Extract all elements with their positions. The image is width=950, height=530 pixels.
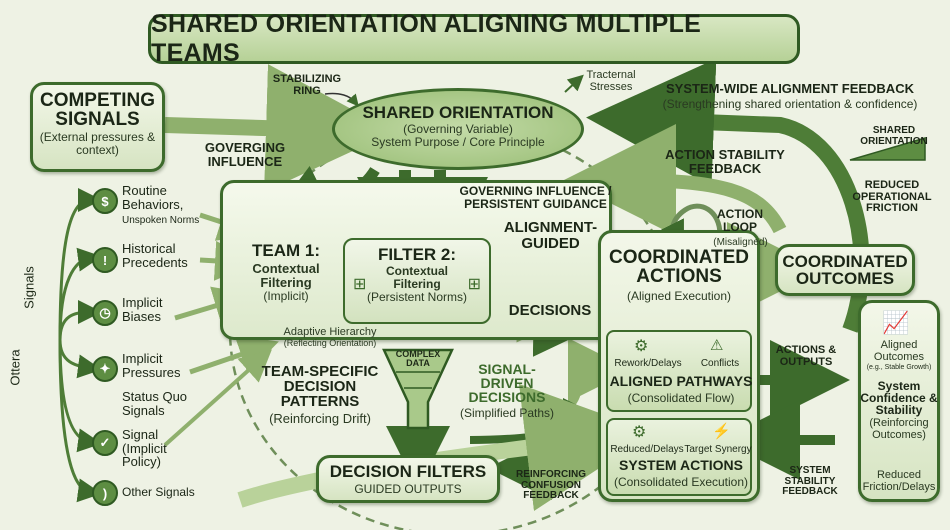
system-wide-feedback-sub: (Strengthening shared orientation & conf… — [662, 97, 918, 111]
filter2-sub2: (Persistent Norms) — [366, 289, 467, 304]
action-stability-feedback: ACTION STABILITY FEEDBACK — [665, 147, 785, 176]
system-stability-feedback: SYSTEM STABILITY FEEDBACK — [782, 465, 838, 497]
shared-sub1: (Governing Variable) — [403, 122, 513, 136]
decision-filters-title: DECISION FILTERS — [329, 462, 487, 481]
shared-orientation-gauge-label: SHARED ORIENTATION — [860, 125, 928, 147]
side-label-a: Ottera — [7, 349, 23, 386]
team-specific-sub: (Reinforcing Drift) — [269, 411, 371, 426]
filter2-title: FILTER 2: — [377, 245, 457, 264]
side-label: Ottera Signals — [2, 250, 50, 420]
adaptive-hierarchy: Adaptive Hierarchy (Reflecting Orientati… — [270, 326, 390, 348]
coordinated-actions-title: COORDINATED ACTIONS — [608, 247, 750, 287]
stopwatch-icon: ◷ — [92, 300, 118, 326]
system-wide-feedback-title: SYSTEM-WIDE ALIGNMENT FEEDBACK — [666, 81, 914, 96]
team1-sub1: Contextual Filtering — [252, 261, 320, 291]
filter2-node: FILTER 2: Contextual Filtering (Persiste… — [343, 238, 491, 324]
signal-item-other: Other Signals — [122, 485, 195, 499]
governing-persistent-label: GOVERNING INFLUENCE / PERSISTENT GUIDANC… — [459, 184, 612, 211]
warning-icon-pathways: ⚠ — [710, 337, 724, 354]
adaptive-line2: (Reflecting Orientation) — [283, 337, 377, 348]
team1-title: TEAM 1: — [252, 241, 320, 260]
team1-node: TEAM 1: Contextual Filtering (Implicit) — [236, 242, 336, 324]
target-synergy-label: Target Synergy — [684, 444, 752, 455]
actions-outputs-label: ACTIONS & OUTPUTS — [775, 344, 837, 368]
competing-title-2: SIGNALS — [55, 109, 140, 130]
confidence-title: System Confidence & Stability — [860, 379, 938, 417]
pathways-title: ALIGNED PATHWAYS — [609, 373, 753, 389]
conflicts-label: Conflicts — [700, 358, 740, 369]
hierarchy-icon-right: ⊞ — [467, 276, 481, 293]
coordinated-actions-node: COORDINATED ACTIONS (Aligned Execution) — [600, 248, 758, 303]
signal-item-pressures: Implicit Pressures — [122, 351, 181, 380]
growth-chart-icon: 📈 — [882, 310, 910, 335]
signal-item-biases: Implicit Biases — [122, 295, 163, 324]
shared-title: SHARED ORIENTATION — [362, 103, 554, 122]
complex-data-funnel: COMPLEX DATA — [382, 346, 454, 432]
complex-data-label: COMPLEX DATA — [395, 349, 441, 369]
funnel-shape — [382, 348, 454, 430]
page-title: SHARED ORIENTATION ALIGNING MULTIPLE TEA… — [151, 10, 702, 67]
gears-icon: ⚙ — [632, 424, 647, 441]
title-banner: SHARED ORIENTATION ALIGNING MULTIPLE TEA… — [148, 10, 800, 67]
decision-filters-box: DECISION FILTERS GUIDED OUTPUTS — [316, 455, 500, 503]
aligned-outcomes-title: Aligned Outcomes — [873, 339, 925, 363]
action-loop-sub: (Misaligned) — [713, 237, 768, 248]
filter2-sub1: Contextual Filtering — [385, 264, 448, 291]
action-loop-title: ACTION LOOP — [717, 207, 763, 234]
pathways-sub: (Consolidated Flow) — [627, 391, 735, 405]
confidence-box — [858, 300, 940, 502]
reinforcing-confusion-feedback: REINFORCING CONFUSION FEEDBACK — [516, 469, 586, 501]
competing-title-1: COMPETING — [39, 90, 156, 111]
tower-icon: ⚡ — [712, 423, 731, 440]
reduced-operational-friction: REDUCED OPERATIONAL FRICTION — [852, 179, 932, 215]
tractenal-label: Tracternal Stresses — [586, 69, 636, 93]
system-actions-sub: (Consolidated Execution) — [613, 475, 749, 489]
rss-icon: ) — [92, 480, 118, 506]
coordinated-outcomes-title: COORDINATED OUTCOMES — [782, 252, 908, 288]
warning-icon: ! — [92, 247, 118, 273]
reduced-delays-label: Reduced/Delays — [610, 444, 684, 455]
system-actions-title: SYSTEM ACTIONS — [619, 457, 743, 473]
shared-orientation-node: SHARED ORIENTATION (Governing Variable) … — [332, 88, 584, 170]
coordinated-actions-sub: (Aligned Execution) — [626, 289, 732, 303]
governing-influence-label: GOVERGING INFLUENCE — [204, 140, 286, 169]
signal-note-routine: Unspoken Norms — [122, 215, 200, 226]
team1-sub2: (Implicit) — [263, 289, 309, 304]
stabilizing-ring-label: STABILIZING RING — [272, 73, 342, 97]
confidence-sub: (Reinforcing Outcomes) — [869, 417, 929, 441]
system-actions-panel: ⚙ ⚡ Reduced/Delays Target Synergy SYSTEM… — [606, 418, 752, 496]
alignment-guided-label: ALIGNMENT-GUIDED — [503, 219, 598, 252]
signal-driven-title: SIGNAL-DRIVEN DECISIONS — [468, 361, 546, 405]
side-label-b: Signals — [21, 266, 37, 309]
rework-label: Rework/Delays — [614, 358, 682, 369]
pathways-panel: ⚙ ⚠ Rework/Delays Conflicts ALIGNED PATH… — [606, 330, 752, 412]
signal-item-routine: Routine Behaviors, — [122, 183, 184, 212]
decision-filters-sub: GUIDED OUTPUTS — [354, 482, 462, 496]
aligned-outcomes-block: Aligned Outcomes (e.g., Stable Growth) — [860, 339, 938, 371]
signal-item-policy: Signal (Implicit Policy) — [122, 427, 167, 470]
team-specific-block: TEAM-SPECIFIC DECISION PATTERNS (Reinfor… — [258, 364, 382, 426]
competing-sub: (External pressures & context) — [39, 130, 156, 157]
money-bag-icon: $ — [92, 188, 118, 214]
coordinated-outcomes-box: COORDINATED OUTCOMES — [775, 244, 915, 296]
team-specific-title: TEAM-SPECIFIC DECISION PATTERNS — [261, 363, 379, 410]
shared-sub2: System Purpose / Core Principle — [371, 134, 545, 149]
adaptive-line1: Adaptive Hierarchy — [283, 326, 377, 338]
decisions-label: DECISIONS — [508, 302, 592, 319]
badge-icon: ✓ — [92, 430, 118, 456]
signal-item-historical: Historical Precedents — [122, 241, 188, 270]
signal-item-status-quo: Status Quo Signals — [122, 389, 188, 418]
signal-driven-block: SIGNAL-DRIVEN DECISIONS (Simplified Path… — [452, 362, 562, 420]
hierarchy-icon-left: ⊞ — [353, 276, 367, 293]
signal-driven-sub: (Simplified Paths) — [459, 406, 555, 420]
competing-signals-box: COMPETING SIGNALS (External pressures & … — [30, 82, 165, 172]
confidence-block: System Confidence & Stability (Reinforci… — [860, 380, 938, 442]
lightbulb-icon: ✦ — [92, 356, 118, 382]
aligned-outcomes-sub: (e.g., Stable Growth) — [866, 363, 932, 371]
reduced-friction-delays: Reduced Friction/Delays — [862, 469, 936, 493]
gear-icon: ⚙ — [634, 338, 649, 355]
